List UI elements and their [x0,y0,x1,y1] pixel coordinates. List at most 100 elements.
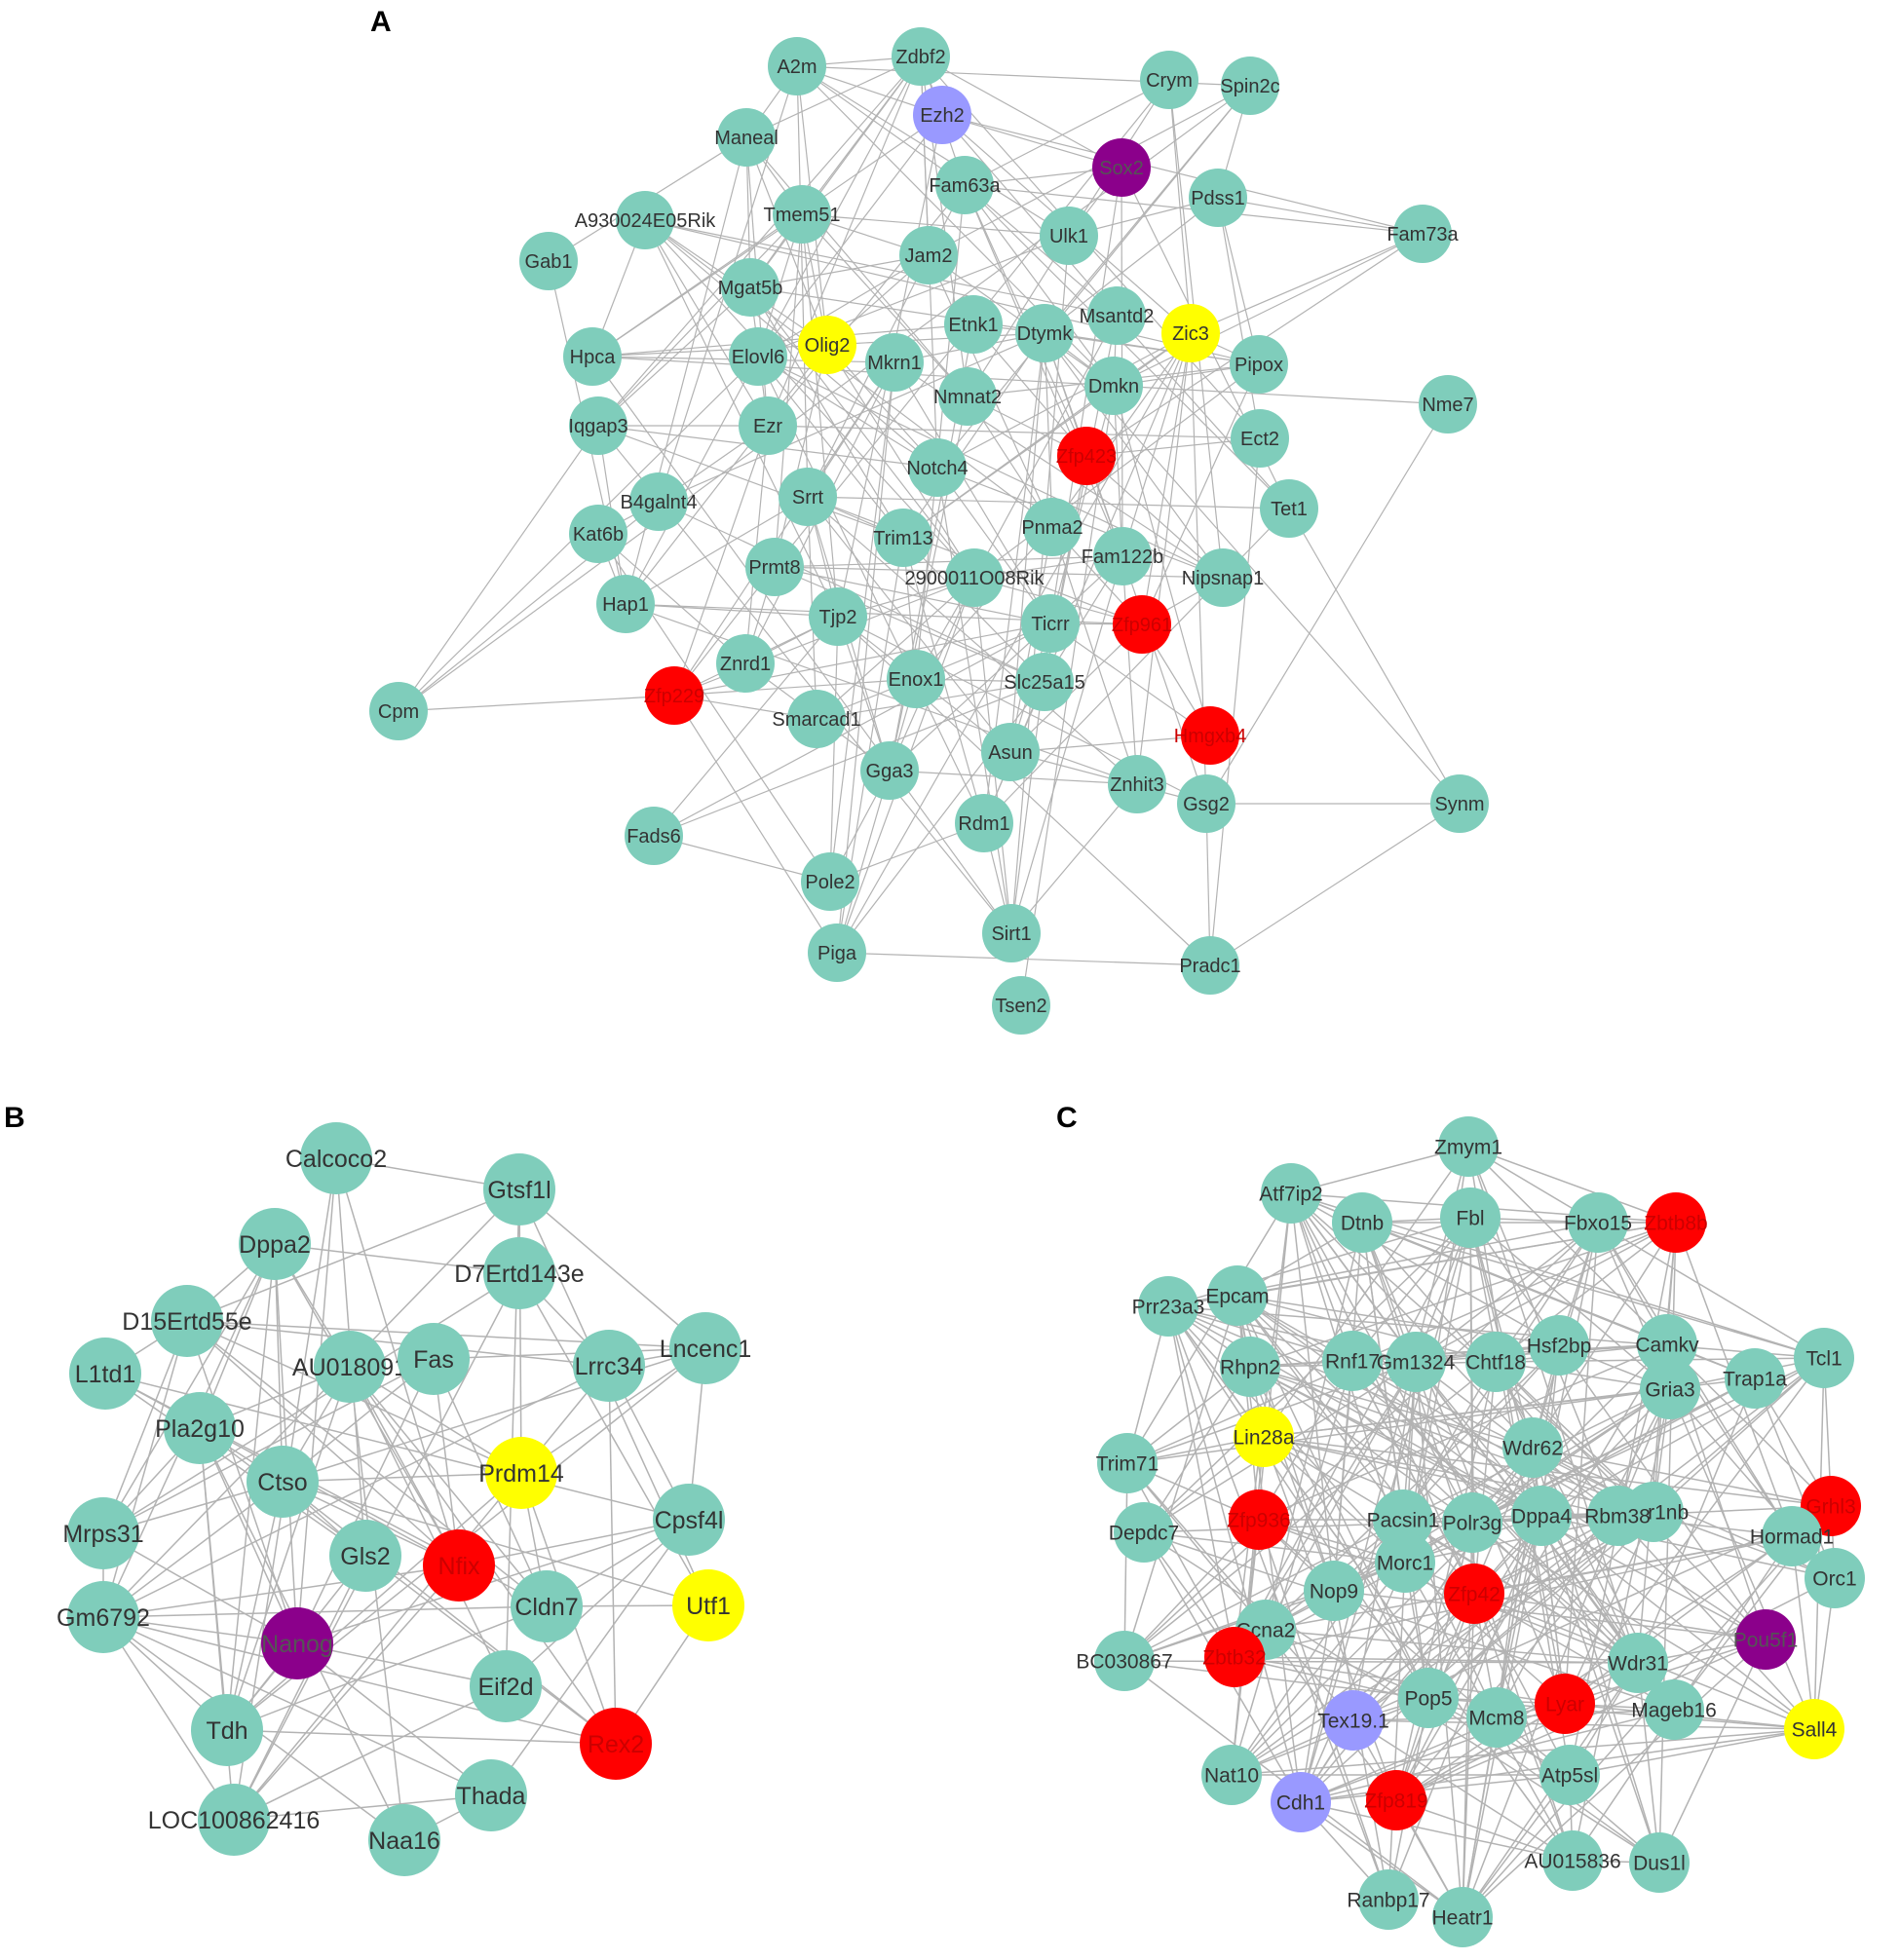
node-label: Zmym1 [1434,1137,1502,1159]
node-circle [1113,595,1171,654]
node-label: Nat10 [1204,1765,1259,1788]
node-circle [1542,1830,1603,1891]
node-mcm8: Mcm8 [1466,1687,1527,1748]
network-edge [1258,1360,1353,1521]
node-depdc7: Depdc7 [1109,1502,1179,1563]
node-pla2g10: Pla2g10 [155,1392,245,1464]
node-label: Pou5f1 [1733,1630,1799,1652]
node-gab1: Gab1 [519,232,578,290]
network-edge [1126,1192,1292,1464]
node-znrd1: Znrd1 [716,634,775,693]
node-circle [1784,1699,1844,1759]
network-edge [801,213,839,618]
network-edge [1249,1366,1654,1513]
network-edge [673,425,769,697]
node-circle [729,327,787,386]
network-edge [1473,1361,1497,1595]
node-label: L1td1 [75,1361,136,1388]
node-label: Cpm [378,701,419,723]
network-edge [226,1729,617,1745]
node-label: Smarcad1 [772,709,860,731]
network-edge [807,254,930,498]
network-edge [1044,197,1219,334]
network-edge [967,235,1070,397]
network-edge [1044,332,1260,365]
node-nat10: Nat10 [1201,1745,1262,1805]
network-edge [1123,1222,1599,1662]
network-edge [199,1427,298,1644]
node-label: Iqgap3 [568,416,627,437]
network-edge [1167,1305,1235,1658]
network-edge [398,425,599,712]
node-circle [645,666,703,725]
network-edge [102,1320,188,1618]
node-circle [164,1392,236,1464]
node-label: Dppa2 [239,1231,311,1259]
node-circle [483,1237,555,1309]
network-edge [1049,385,1115,624]
node-circle [653,1484,725,1556]
node-circle [1108,755,1166,813]
node-label: Pop5 [1404,1688,1452,1711]
network-edge [1123,1660,1429,1699]
node-label: B4galnt4 [621,492,698,513]
node-circle [1430,774,1489,833]
node-label: Pipox [1235,355,1283,376]
node-nop9: Nop9 [1304,1561,1364,1621]
network-edge [749,56,922,288]
node-label: Depdc7 [1109,1523,1179,1545]
node-orc1: Orc1 [1805,1548,1865,1608]
node-label: Pla2g10 [155,1415,245,1443]
node-label: Grhl3 [1805,1496,1855,1519]
network-edge [597,286,751,427]
network-edge [1540,1515,1815,1730]
node-label: Fads6 [627,826,681,848]
network-edge [1258,1519,1389,1901]
network-edge [1051,526,1138,785]
network-edge [816,577,975,720]
node-circle [1057,427,1116,485]
network-edge [1143,1531,1675,1711]
node-label: Pnma2 [1021,517,1083,539]
node-label: Gls2 [340,1543,390,1570]
node-camkv: Camkv [1635,1314,1699,1375]
node-circle [1304,1561,1364,1621]
network-edge [673,361,895,697]
node-cdh1: Cdh1 [1271,1772,1331,1832]
node-label: Wdr31 [1608,1653,1668,1676]
node-circle [1466,1687,1527,1748]
node-circle [1805,1548,1865,1608]
node-label: Enox1 [889,669,944,691]
node-label: Znrd1 [720,654,771,675]
node-label: Tex19.1 [1317,1711,1389,1733]
node-etnk1: Etnk1 [944,295,1003,354]
node-label: Thada [457,1783,526,1810]
network-edge [807,496,1138,785]
node-label: Zfp423 [1056,446,1117,468]
network-edge [964,184,1118,317]
node-label: Lrrc34 [575,1353,644,1380]
node-pop5: Pop5 [1398,1668,1459,1728]
node-label: Tsen2 [995,996,1046,1017]
node-label: Tdh [206,1717,247,1745]
network-edge [1123,1590,1335,1662]
node-circle [1568,1192,1628,1253]
node-label: Tjp2 [819,607,857,628]
network-edge [1249,1366,1542,1517]
node-dtnb: Dtnb [1332,1192,1392,1253]
node-circle [563,327,622,386]
node-label: Msantd2 [1080,306,1155,327]
network-edge [1249,1366,1534,1449]
network-edge [644,219,1118,317]
node-circle [1465,1332,1526,1392]
node-circle [625,807,683,865]
network-edge [749,254,930,288]
network-edge [1205,403,1449,805]
network-edge [1823,1357,1836,1579]
node-rbm38: Rbm38 [1584,1486,1651,1546]
node-label: Dus1l [1633,1853,1686,1875]
network-edge [1754,1377,1836,1579]
node-circle [1358,1869,1419,1930]
network-edge [1333,1590,1767,1640]
network-edge [1113,385,1211,736]
